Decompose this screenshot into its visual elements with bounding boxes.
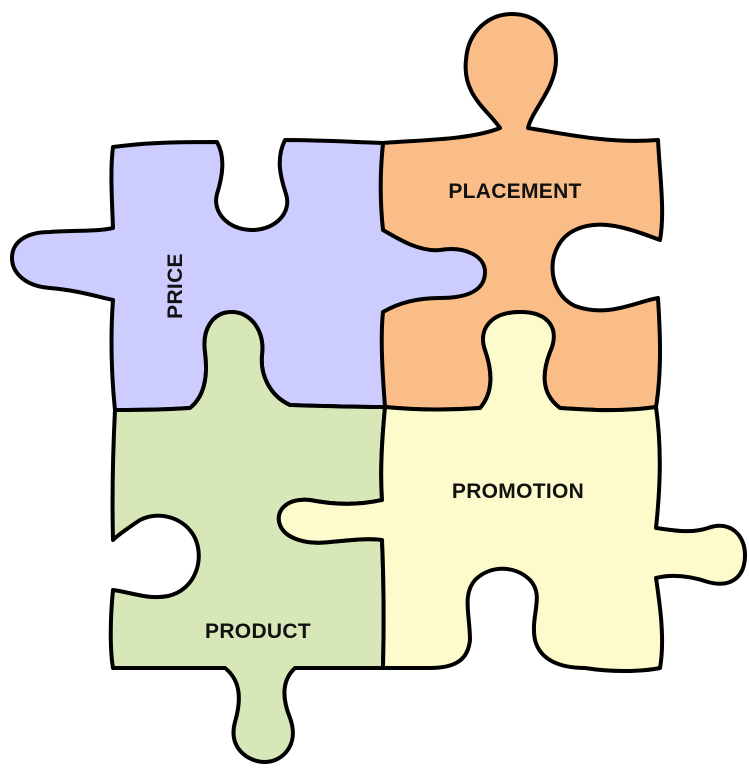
placement-label: PLACEMENT	[448, 180, 581, 203]
price-label: PRICE	[164, 253, 187, 319]
promotion-piece	[276, 310, 747, 673]
promotion-label: PROMOTION	[452, 480, 584, 503]
product-label: PRODUCT	[205, 620, 311, 643]
product-piece	[108, 310, 387, 764]
